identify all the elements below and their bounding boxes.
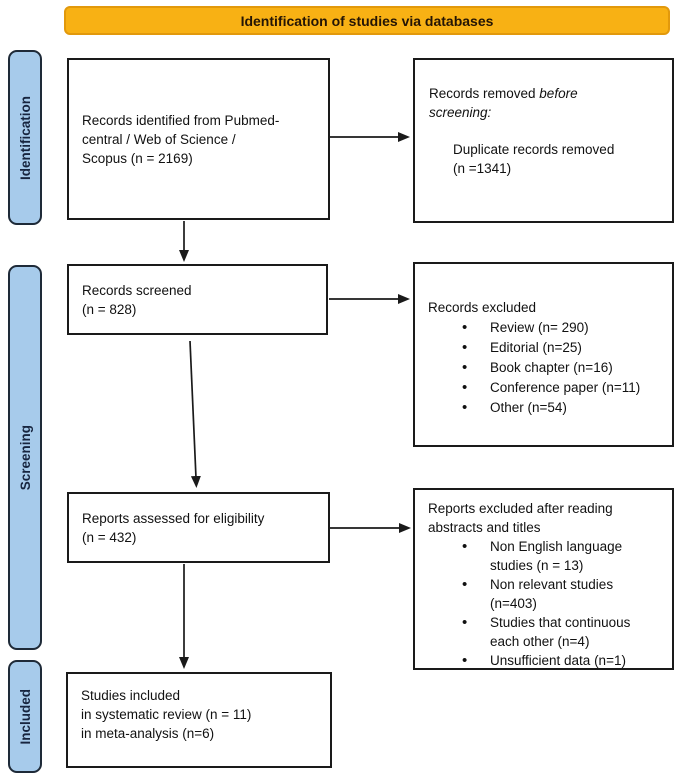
box-records-removed: Records removed before screening: Duplic… <box>413 58 674 223</box>
records-excluded-title: Records excluded <box>428 299 537 315</box>
arrow-screened-to-assessed <box>189 340 201 488</box>
bullet-item: Non relevant studies (n=403) <box>428 575 662 613</box>
bullet-item: Other (n=54) <box>428 398 664 418</box>
records-removed-heading: Records removed before screening: <box>429 84 619 122</box>
records-removed-detail: Duplicate records removed (n =1341) <box>453 142 615 176</box>
bullet-item: Book chapter (n=16) <box>428 358 664 378</box>
box-records-screened: Records screened (n = 828) <box>67 264 328 335</box>
stage-label-identification-text: Identification <box>17 95 33 180</box>
records-removed-heading-italic: before screening: <box>429 86 578 120</box>
reports-excluded-list: Non English language studies (n = 13)Non… <box>428 537 662 670</box>
stage-label-included-text: Included <box>17 688 33 745</box>
box-records-identified: Records identified from Pubmed- central … <box>67 58 330 220</box>
box-studies-included: Studies included in systematic review (n… <box>66 672 332 768</box>
bullet-item: Non English language studies (n = 13) <box>428 537 662 575</box>
bullet-item: Unsufficient data (n=1) <box>428 651 662 670</box>
box-records-identified-text: Records identified from Pubmed- central … <box>82 112 280 166</box>
stage-label-screening: Screening <box>8 265 42 650</box>
diagram-title-banner: Identification of studies via databases <box>64 6 670 35</box>
stage-label-identification: Identification <box>8 50 42 225</box>
records-excluded-list: Review (n= 290)Editorial (n=25)Book chap… <box>428 318 664 418</box>
bullet-item: Studies that continuous each other (n=4) <box>428 613 662 651</box>
records-removed-heading-normal: Records removed <box>429 86 540 101</box>
box-studies-included-text: Studies included in systematic review (n… <box>81 688 252 741</box>
reports-excluded-title: Reports excluded after reading abstracts… <box>428 501 613 535</box>
bullet-item: Review (n= 290) <box>428 318 664 338</box>
bullet-item: Editorial (n=25) <box>428 338 664 358</box>
box-reports-assessed-text: Reports assessed for eligibility (n = 43… <box>82 510 265 545</box>
diagram-title: Identification of studies via databases <box>240 12 494 29</box>
box-records-excluded: Records excluded Review (n= 290)Editoria… <box>413 262 674 447</box>
box-records-screened-text: Records screened (n = 828) <box>82 282 192 317</box>
stage-label-included: Included <box>8 660 42 773</box>
box-reports-assessed: Reports assessed for eligibility (n = 43… <box>67 492 330 563</box>
stage-label-screening-text: Screening <box>17 424 33 491</box>
bullet-item: Conference paper (n=11) <box>428 378 664 398</box>
box-reports-excluded: Reports excluded after reading abstracts… <box>413 488 674 670</box>
